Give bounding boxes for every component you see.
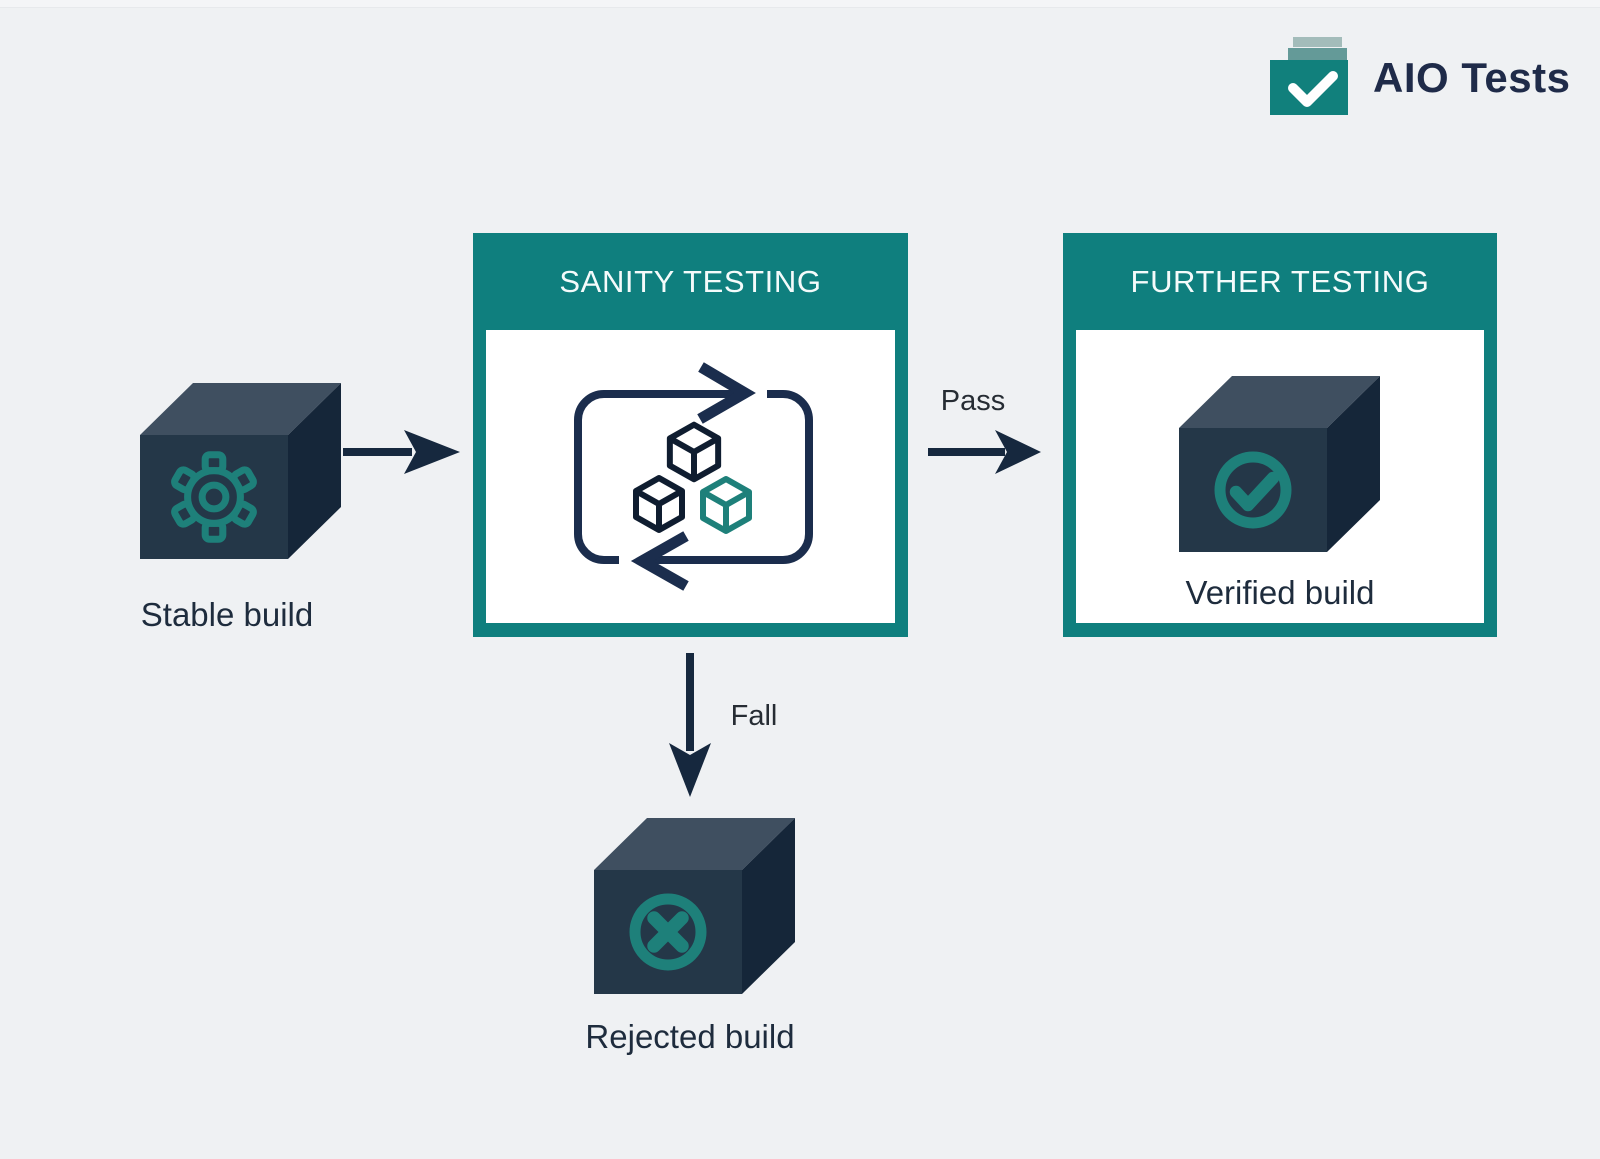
further-testing-box: FURTHER TESTING Verified build xyxy=(1063,233,1497,637)
sanity-testing-body xyxy=(486,330,895,623)
pass-arrow xyxy=(928,430,1041,474)
stable-build-label: Stable build xyxy=(140,596,314,633)
pass-label: Pass xyxy=(940,385,1006,417)
gear-icon xyxy=(171,451,257,543)
logo-check-square xyxy=(1270,60,1348,115)
top-hairline xyxy=(0,0,1600,8)
x-circle-icon xyxy=(629,893,707,971)
verified-build-label: Verified build xyxy=(1185,574,1375,611)
fall-arrow xyxy=(669,653,711,797)
logo-text: AIO Tests xyxy=(1373,54,1571,101)
rejected-build-label: Rejected build xyxy=(585,1018,795,1055)
check-circle-icon xyxy=(1214,451,1292,529)
logo-stack-bar-middle xyxy=(1288,48,1347,60)
further-testing-title: FURTHER TESTING xyxy=(1130,264,1430,299)
cycle-arrowheads xyxy=(630,361,756,591)
regression-cycle-cubes-icon xyxy=(573,361,813,591)
aio-tests-logo: AIO Tests xyxy=(1270,30,1570,125)
wireframe-cube-icon xyxy=(666,421,721,482)
checkmark-icon xyxy=(1288,71,1338,107)
wireframe-cube-teal-icon xyxy=(699,475,752,534)
sanity-testing-box: SANITY TESTING xyxy=(473,233,908,637)
rejected-build-cube xyxy=(594,818,795,994)
further-testing-body: Verified build xyxy=(1076,330,1484,623)
logo-stack-bar-top xyxy=(1293,37,1342,47)
stable-build-cube xyxy=(140,383,341,559)
verified-build-cube xyxy=(1179,376,1380,552)
sanity-testing-title: SANITY TESTING xyxy=(559,264,822,299)
arrow-stable-to-sanity xyxy=(343,430,460,474)
wireframe-cube-icon xyxy=(632,474,685,533)
fall-label: Fall xyxy=(730,700,778,732)
